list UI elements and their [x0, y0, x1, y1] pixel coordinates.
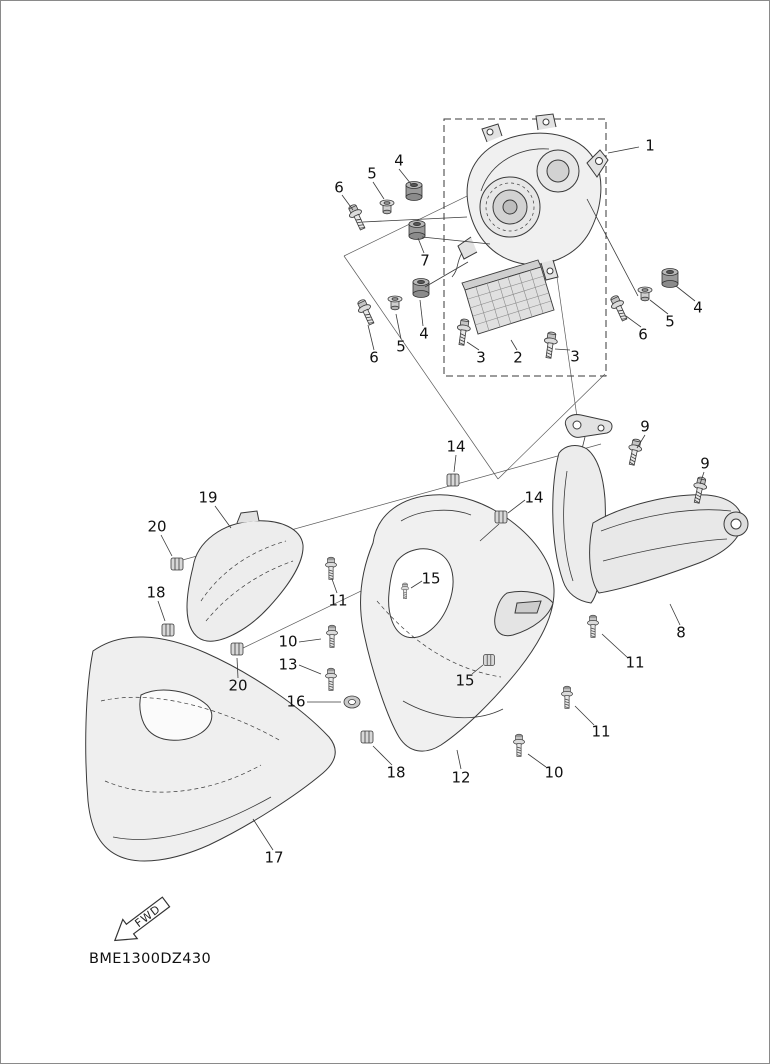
fwd-arrow-shape [113, 896, 171, 942]
ecu-part [461, 259, 555, 335]
grommet-icon-16 [343, 695, 361, 709]
damper-icon-4 [412, 278, 430, 298]
bolt-icon-10 [513, 733, 525, 757]
leader-lines [157, 146, 705, 851]
part-code: BME1300DZ430 [89, 951, 212, 967]
fwd-arrow: FWD [113, 896, 171, 942]
damper-icon-4 [661, 268, 679, 288]
bolt-icon-11 [325, 556, 337, 580]
collar-icon-5 [387, 295, 403, 311]
front-cowl-part [85, 636, 336, 862]
clip-icon-18 [360, 730, 374, 744]
detail-view-box [443, 118, 607, 377]
center-cowl-part [360, 494, 555, 752]
headlight-unit-part [451, 113, 609, 281]
clip-icon-14 [446, 473, 460, 487]
collar-icon-5 [637, 286, 653, 302]
bolt-icon-3 [541, 330, 559, 360]
bolt-icon-6 [607, 293, 631, 324]
bolt-icon-6 [354, 297, 378, 328]
damper-icon-4 [405, 181, 423, 201]
clip-icon-15 [483, 654, 495, 666]
clip-icon-20 [230, 642, 244, 656]
duct-part [552, 414, 749, 604]
windscreen-part [186, 510, 304, 642]
clip-icon-14 [494, 510, 508, 524]
damper-icon-7 [408, 220, 426, 240]
bolt-icon-10 [326, 624, 338, 648]
bolt-icon-6 [345, 202, 369, 233]
clip-icon-20 [170, 557, 184, 571]
bolt-icon-11 [561, 685, 573, 709]
bolt-icon-11 [587, 614, 599, 638]
clip-icon-18 [161, 623, 175, 637]
bolt-icon-3 [454, 317, 472, 347]
bolt-icon-13 [325, 667, 337, 691]
collar-icon-5 [379, 199, 395, 215]
